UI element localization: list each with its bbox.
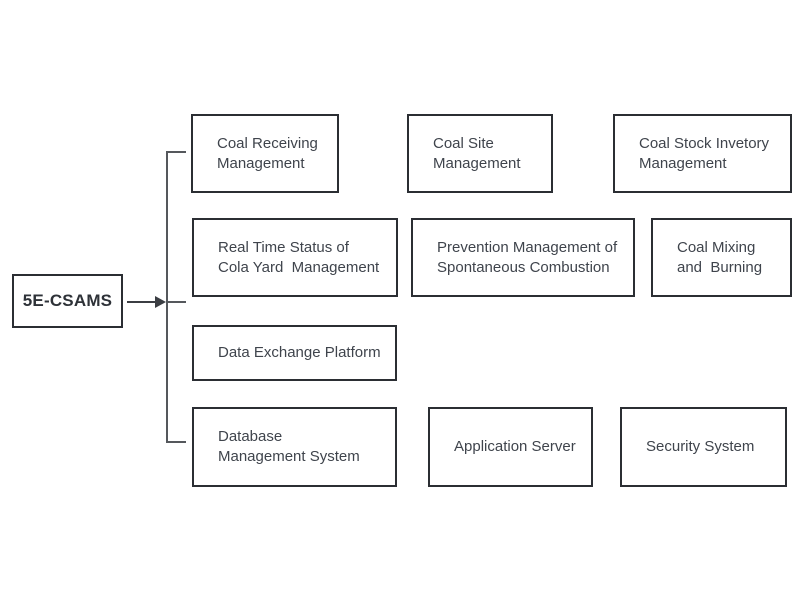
node-label: Security System	[646, 438, 755, 455]
bracket-connector	[166, 151, 186, 443]
node-label: Coal Receiving Management	[217, 134, 318, 172]
node-label: Database Management System	[218, 428, 360, 465]
node-real-time-status-cola-yard: Real Time Status of Cola Yard Management	[192, 218, 398, 297]
node-label: Application Server	[454, 438, 576, 455]
node-data-exchange-platform: Data Exchange Platform	[192, 325, 397, 381]
node-label: Real Time Status of Cola Yard Management	[218, 238, 380, 276]
node-coal-site-management: Coal Site Management	[407, 114, 553, 193]
node-prevention-spontaneous-combustion: Prevention Management of Spontaneous Com…	[411, 218, 635, 297]
node-label: Coal Stock Invetory Management	[639, 134, 770, 172]
node-5e-csams: 5E-CSAMS	[12, 274, 123, 328]
node-coal-mixing-and-burning: Coal Mixing and Burning	[651, 218, 792, 297]
arrow-right-icon	[155, 296, 166, 308]
node-label: Coal Site Management	[433, 134, 521, 172]
node-coal-stock-invetory-management: Coal Stock Invetory Management	[613, 114, 792, 193]
node-label: 5E-CSAMS	[22, 291, 113, 310]
node-label: Prevention Management of Spontaneous Com…	[437, 238, 618, 276]
node-label: Coal Mixing and Burning	[677, 238, 763, 276]
node-application-server: Application Server	[428, 407, 593, 487]
node-coal-receiving-management: Coal Receiving Management	[191, 114, 339, 193]
node-label: Data Exchange Platform	[218, 344, 381, 361]
node-database-management-system: Database Management System	[192, 407, 397, 487]
node-security-system: Security System	[620, 407, 787, 487]
